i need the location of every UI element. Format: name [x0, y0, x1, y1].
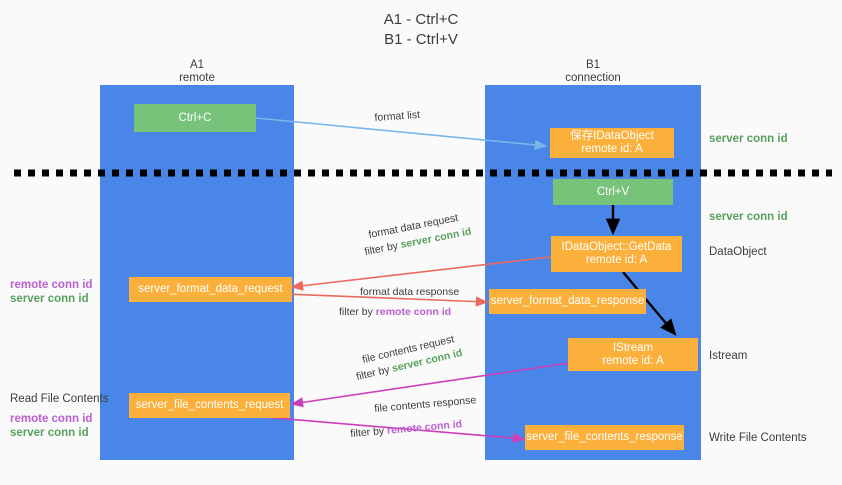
edge-label-format-list: format list	[374, 108, 421, 125]
edge-label-format-data-response-filter: filter by remote conn id	[339, 305, 451, 319]
side-label-server-conn-id-top: server conn id	[709, 133, 788, 145]
column-header-a1: A1 remote	[100, 59, 294, 85]
node-idataobject-getdata[interactable]: IDataObject::GetData remote id: A	[551, 236, 682, 272]
legend-file-left: remote conn id server conn id	[10, 412, 92, 440]
node-istream-line2: remote id: A	[602, 354, 664, 367]
column-b1-name: B1	[585, 59, 601, 71]
legend-format-remote-conn-id: remote conn id	[10, 279, 93, 291]
title-line-1: A1 - Ctrl+C	[383, 11, 459, 28]
node-save-idataobject-line2: remote id: A	[581, 143, 643, 155]
column-a1-sub: remote	[179, 72, 215, 84]
node-server-format-data-response-label: server_format_data_response	[490, 295, 645, 307]
node-ctrl-v-label: Ctrl+V	[596, 185, 630, 198]
legend-file-server-conn-id: server conn id	[10, 427, 89, 439]
node-getdata-line2: remote id: A	[585, 254, 648, 266]
node-ctrl-c[interactable]: Ctrl+C	[134, 104, 256, 132]
side-label-dataobject: DataObject	[709, 246, 767, 258]
node-istream[interactable]: IStream remote id: A	[568, 338, 698, 371]
column-header-b1: B1 connection	[485, 59, 701, 85]
node-server-file-contents-request-label: server_file_contents_request	[135, 399, 284, 411]
column-a1-name: A1	[189, 59, 205, 71]
node-server-format-data-request-label: server_format_data_request	[138, 283, 283, 295]
edge-label-file-contents-response-filter: filter by remote conn id	[350, 417, 463, 441]
node-save-idataobject-line1: 保存IDataObject	[570, 130, 654, 142]
node-ctrl-v[interactable]: Ctrl+V	[553, 179, 673, 205]
column-b1-sub: connection	[565, 72, 621, 84]
node-server-format-data-request[interactable]: server_format_data_request	[129, 277, 292, 302]
legend-format-server-conn-id: server conn id	[10, 293, 89, 305]
node-server-file-contents-response-label: server_file_contents_response	[526, 431, 683, 443]
filter-value-remote-conn-id: remote conn id	[375, 306, 452, 318]
legend-format-left: remote conn id server conn id	[10, 278, 92, 306]
side-label-istream: Istream	[709, 350, 748, 362]
node-ctrl-c-label: Ctrl+C	[178, 111, 212, 124]
edge-label-file-contents-response: file contents response	[373, 394, 477, 416]
legend-file-remote-conn-id: remote conn id	[10, 413, 93, 425]
node-save-idataobject[interactable]: 保存IDataObject remote id: A	[550, 128, 674, 158]
side-label-read-file-contents: Read File Contents	[10, 393, 109, 405]
filter-prefix: filter by	[339, 306, 376, 318]
side-label-server-conn-id-mid: server conn id	[709, 211, 788, 223]
node-server-file-contents-response[interactable]: server_file_contents_response	[525, 425, 684, 450]
side-label-write-file-contents: Write File Contents	[709, 432, 807, 444]
title-line-2: B1 - Ctrl+V	[384, 31, 458, 48]
node-istream-line1: IStream	[612, 341, 654, 354]
node-server-format-data-response[interactable]: server_format_data_response	[489, 289, 646, 314]
filter-value-remote-conn-id: remote conn id	[386, 418, 463, 437]
edge-label-format-data-response: format data response	[360, 286, 460, 298]
filter-prefix: filter by	[355, 363, 394, 384]
filter-prefix: filter by	[349, 424, 388, 441]
node-server-file-contents-request[interactable]: server_file_contents_request	[129, 393, 290, 418]
diagram-title: A1 - Ctrl+C B1 - Ctrl+V	[0, 10, 842, 50]
node-getdata-line1: IDataObject::GetData	[561, 241, 672, 253]
